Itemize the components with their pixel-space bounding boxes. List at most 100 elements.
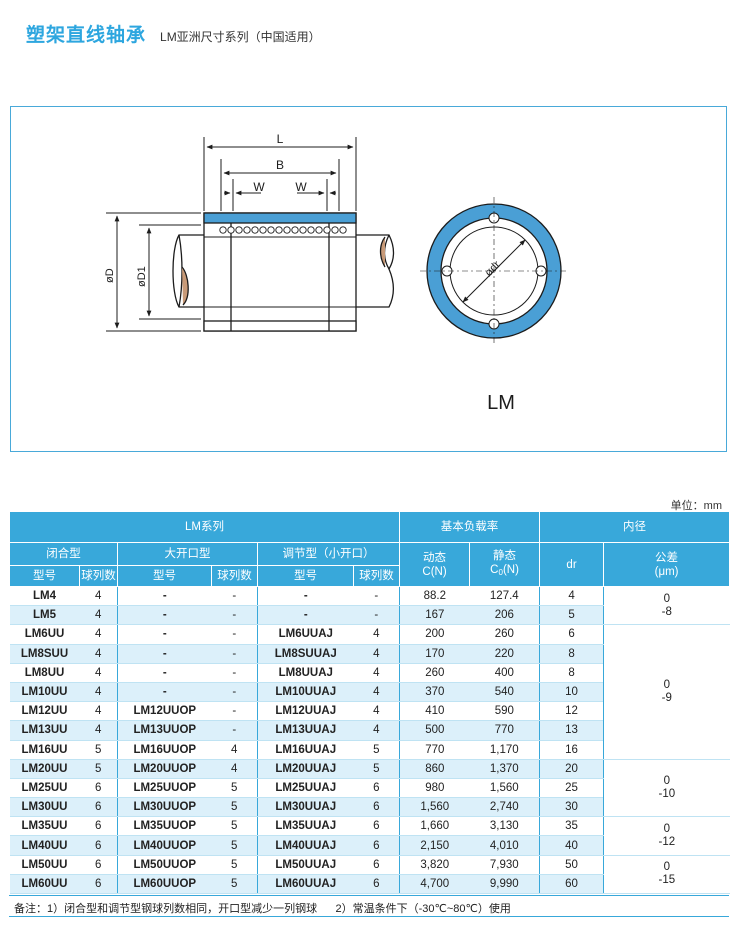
adjust-model-header: 型号 xyxy=(257,565,354,587)
open-rows-cell: - xyxy=(211,663,258,683)
closed-rows-cell: 6 xyxy=(79,855,118,875)
dr-cell: 8 xyxy=(539,663,604,683)
footnote: 备注：1）闭合型和调节型钢球列数相同，开口型减少一列钢球 2）常温条件下（-30… xyxy=(14,903,511,915)
adjust-model-cell: LM35UUAJ xyxy=(257,816,354,837)
open-model-cell: - xyxy=(117,682,212,703)
tolerance-cell: 0-15 xyxy=(603,855,730,895)
closed-model-cell: LM10UU xyxy=(9,682,80,703)
closed-rows-cell: 5 xyxy=(79,759,118,779)
open-model-cell: LM13UUOP xyxy=(117,720,212,741)
dr-cell: 35 xyxy=(539,816,604,837)
static-load-cell: 3,130 xyxy=(469,816,540,837)
open-rows-cell: 5 xyxy=(211,835,258,856)
footnote-rule xyxy=(9,916,729,917)
closed-rows-cell: 4 xyxy=(79,663,118,683)
dynamic-load-cell: 1,560 xyxy=(399,797,470,818)
static-load-cell: 770 xyxy=(469,720,540,741)
open-model-cell: LM30UUOP xyxy=(117,797,212,818)
dim-w-right-label: W xyxy=(295,180,307,194)
open-rows-cell: 5 xyxy=(211,816,258,837)
tolerance-cell: 0-9 xyxy=(603,624,730,760)
tolerance-cell: 0-8 xyxy=(603,586,730,626)
open-model-cell: LM50UUOP xyxy=(117,855,212,875)
static-load-cell: 127.4 xyxy=(469,586,540,607)
open-model-cell: - xyxy=(117,624,212,645)
adjust-rows-cell: 4 xyxy=(353,663,400,683)
open-rows-cell: - xyxy=(211,720,258,741)
open-model-cell: - xyxy=(117,586,212,607)
closed-model-cell: LM20UU xyxy=(9,759,80,779)
dr-cell: 4 xyxy=(539,586,604,607)
open-rows-cell: 5 xyxy=(211,778,258,799)
dim-b-label: B xyxy=(276,158,284,172)
dynamic-load-cell: 860 xyxy=(399,759,470,779)
closed-model-cell: LM30UU xyxy=(9,797,80,818)
closed-rows-cell: 5 xyxy=(79,740,118,760)
dynamic-load-cell: 500 xyxy=(399,720,470,741)
adjust-rows-cell: 4 xyxy=(353,720,400,741)
open-rows-cell: 4 xyxy=(211,759,258,779)
open-model-cell: - xyxy=(117,605,212,626)
static-load-cell: 9,990 xyxy=(469,874,540,895)
tolerance-cell: 0-12 xyxy=(603,816,730,856)
dynamic-load-cell: 370 xyxy=(399,682,470,703)
page-subtitle: LM亚洲尺寸系列（中国适用） xyxy=(160,30,321,44)
closed-model-cell: LM50UU xyxy=(9,855,80,875)
adjust-rows-cell: 4 xyxy=(353,682,400,703)
tolerance-upper: 0 xyxy=(663,774,670,787)
dim-w-left-label: W xyxy=(253,180,265,194)
static-load-cell: 4,010 xyxy=(469,835,540,856)
dynamic-load-cell: 4,700 xyxy=(399,874,470,895)
tolerance-cell: 0-10 xyxy=(603,759,730,818)
adjust-model-cell: LM8SUUAJ xyxy=(257,644,354,664)
group-series-header: LM系列 xyxy=(8,511,401,543)
static-load-cell: 590 xyxy=(469,701,540,722)
closed-model-cell: LM4 xyxy=(9,586,80,607)
adjust-rows-cell: 6 xyxy=(353,797,400,818)
closed-model-cell: LM25UU xyxy=(9,778,80,799)
adjust-rows-cell: 4 xyxy=(353,624,400,645)
closed-rows-cell: 6 xyxy=(79,874,118,895)
static-load-cell: 1,370 xyxy=(469,759,540,779)
dynamic-load-cell: 2,150 xyxy=(399,835,470,856)
dr-cell: 25 xyxy=(539,778,604,799)
dynamic-load-cell: 410 xyxy=(399,701,470,722)
adjust-model-cell: LM16UUAJ xyxy=(257,740,354,760)
open-rows-cell: - xyxy=(211,605,258,626)
adjust-model-cell: LM10UUAJ xyxy=(257,682,354,703)
open-model-cell: LM60UUOP xyxy=(117,874,212,895)
open-rows-cell: - xyxy=(211,586,258,607)
open-rows-header: 球列数 xyxy=(211,565,258,587)
tolerance-upper: 0 xyxy=(663,861,670,874)
open-rows-cell: 5 xyxy=(211,855,258,875)
closed-rows-cell: 6 xyxy=(79,835,118,856)
dynamic-load-cell: 3,820 xyxy=(399,855,470,875)
dynamic-load-cell: 200 xyxy=(399,624,470,645)
dimension-lines xyxy=(106,137,357,332)
dr-cell: 50 xyxy=(539,855,604,875)
dynamic-load-cell: 980 xyxy=(399,778,470,799)
closed-rows-cell: 4 xyxy=(79,701,118,722)
open-model-cell: LM12UUOP xyxy=(117,701,212,722)
closed-rows-cell: 6 xyxy=(79,797,118,818)
adjust-model-cell: LM8UUAJ xyxy=(257,663,354,683)
static-load-cell: 1,170 xyxy=(469,740,540,760)
adjust-rows-cell: 4 xyxy=(353,701,400,722)
closed-model-header: 型号 xyxy=(9,565,80,587)
group-load-header: 基本负载率 xyxy=(399,511,541,543)
table-bottom-rule xyxy=(9,895,729,896)
bearing-end-view xyxy=(420,197,568,345)
dr-cell: 12 xyxy=(539,701,604,722)
static-load-cell: 400 xyxy=(469,663,540,683)
dim-d-label: øD xyxy=(104,268,116,283)
closed-model-cell: LM60UU xyxy=(9,874,80,895)
dr-cell: 8 xyxy=(539,644,604,664)
